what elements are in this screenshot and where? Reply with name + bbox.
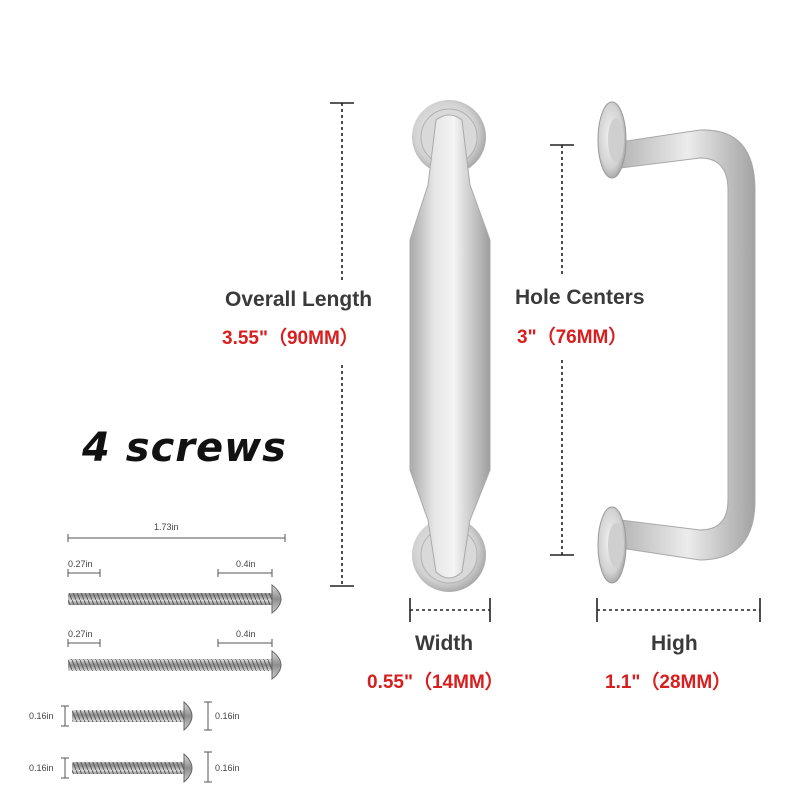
handle-front-view (409, 100, 491, 592)
screw-1-shank: 0.27in (68, 559, 93, 569)
screws-title: 4 screws (82, 425, 287, 471)
high-dimension (596, 598, 761, 622)
screw-3-right-size: 0.16in (215, 711, 240, 721)
screw-2-shank: 0.27in (68, 629, 93, 639)
width-label: Width (415, 632, 474, 655)
width-dimension (409, 598, 491, 622)
long-screw-2 (67, 639, 282, 681)
overall-length-label: Overall Length (225, 288, 373, 311)
hole-centers-value: 3"（76MM） (517, 327, 628, 348)
short-screw-2 (61, 751, 212, 784)
hole-centers-dimension (550, 144, 574, 556)
overall-length-value: 3.55"（90MM） (222, 328, 359, 349)
screw-1-head: 0.4in (236, 559, 256, 569)
screw-4-right-size: 0.16in (215, 763, 240, 773)
short-screw-1 (61, 700, 212, 732)
width-value: 0.55"（14MM） (367, 672, 504, 693)
high-label: High (651, 632, 698, 655)
high-value: 1.1"（28MM） (605, 672, 732, 693)
overall-length-dimension (330, 102, 354, 587)
screw-4-left-size: 0.16in (29, 763, 54, 773)
handle-side-view (597, 101, 756, 584)
long-screw-1 (67, 534, 286, 615)
hole-centers-label: Hole Centers (515, 286, 645, 309)
screw-total-length: 1.73in (154, 522, 179, 532)
screw-3-left-size: 0.16in (29, 711, 54, 721)
screw-2-head: 0.4in (236, 629, 256, 639)
